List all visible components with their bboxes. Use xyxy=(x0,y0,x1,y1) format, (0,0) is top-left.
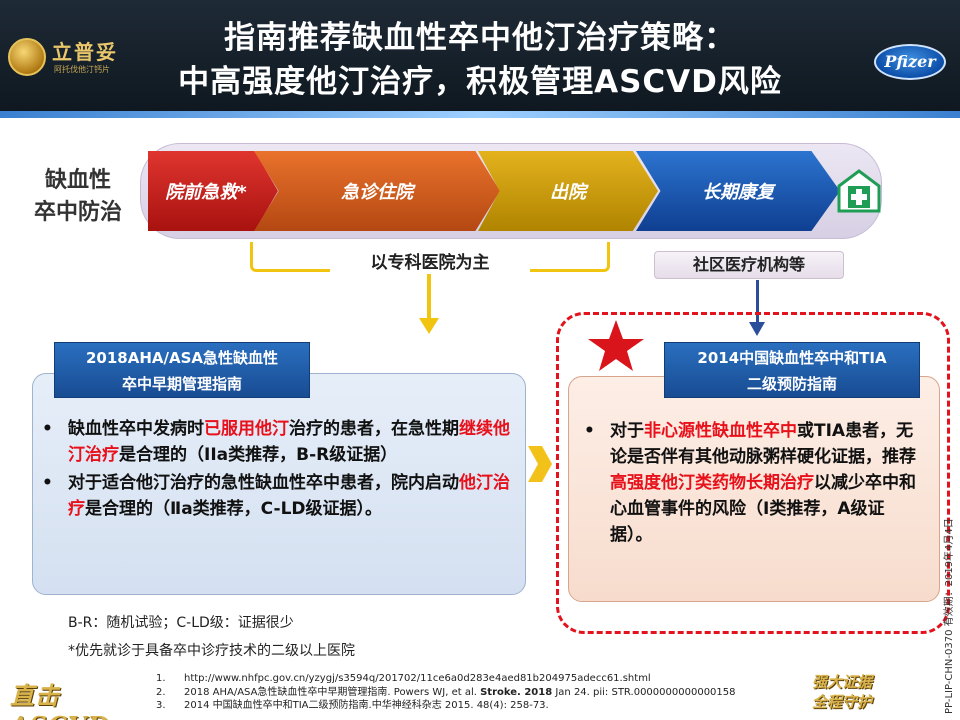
document-code: PP-LIP-CHN-0370 有效期：2019年4月4日 xyxy=(944,518,955,714)
reference-number: 3. xyxy=(156,700,166,711)
lipitor-logo-sub: 阿托伐他汀钙片 xyxy=(54,65,110,74)
yellow-arrow-down-icon xyxy=(419,318,439,334)
highlight-segment: 继续他汀治疗 xyxy=(68,419,510,465)
blue-arrow-down-icon xyxy=(749,322,765,336)
step-prehospital: 院前急救* xyxy=(148,151,278,231)
star-icon xyxy=(588,320,644,371)
highlight-segment: 已服用他汀 xyxy=(204,419,289,439)
china-guideline-header: 2014中国缺血性卒中和TIA 二级预防指南 xyxy=(664,342,920,398)
text-segment: 对于 xyxy=(610,421,644,441)
pfizer-logo: Pfizer xyxy=(874,44,946,80)
footnote-star: *优先就诊于具备卒中诊疗技术的二级以上医院 xyxy=(68,643,355,659)
header-accent-band xyxy=(0,111,960,118)
reference-text: http://www.nhfpc.gov.cn/yzygj/s3594q/201… xyxy=(184,673,651,684)
highlight-segment: 非心源性缺血性卒中 xyxy=(644,421,797,441)
reference-journal: Stroke. 2018 xyxy=(480,686,553,698)
evidence-note: B-R：随机试验；C-LD级：证据很少 xyxy=(68,615,294,631)
references: 1. http://www.nhfpc.gov.cn/yzygj/s3594q/2… xyxy=(156,672,806,713)
list-item: • 对于非心源性缺血性卒中或TIA患者，无论是否伴有其他动脉粥样硬化证据，推荐高… xyxy=(580,418,924,548)
slide-title-line1: 指南推荐缺血性卒中他汀治疗策略： xyxy=(224,20,736,56)
chevron-right-icon xyxy=(528,446,552,482)
reference-item: 1. http://www.nhfpc.gov.cn/yzygj/s3594q/2… xyxy=(156,672,806,686)
slide-title-line2: 中高强度他汀治疗，积极管理ASCVD风险 xyxy=(178,64,782,100)
ascvd-logo: 直击ASCVD xyxy=(10,681,109,720)
china-bullet-list: • 对于非心源性缺血性卒中或TIA患者，无论是否伴有其他动脉粥样硬化证据，推荐高… xyxy=(580,418,924,550)
aha-guideline-panel xyxy=(32,373,526,595)
step-emergency-admission: 急诊住院 xyxy=(254,151,500,231)
text-segment: 或TIA患者，无论是否伴有其他动脉粥样硬化证据，推荐 xyxy=(610,421,916,467)
reference-text: 2018 AHA/ASA急性缺血性卒中早期管理指南. Powers WJ, et… xyxy=(184,686,481,698)
step-label: 长期康复 xyxy=(702,182,774,203)
china-header-line2: 二级预防指南 xyxy=(746,375,837,393)
aha-header-line2: 卒中早期管理指南 xyxy=(121,375,242,393)
text-segment: 治疗的患者，在急性期 xyxy=(289,419,459,439)
step-label: 出院 xyxy=(550,182,586,203)
bullet-icon: • xyxy=(42,419,53,439)
reference-item: 2. 2018 AHA/ASA急性缺血性卒中早期管理指南. Powers WJ, … xyxy=(156,686,806,700)
reference-number: 2. xyxy=(156,686,166,698)
slogan-line2: 全程守护 xyxy=(812,693,873,711)
china-header-line1: 2014中国缺血性卒中和TIA xyxy=(697,349,887,367)
reference-text: 2014 中国缺血性卒中和TIA二级预防指南.中华神经科杂志 2015. 48(… xyxy=(184,700,549,711)
side-label-line1: 缺血性 xyxy=(44,168,111,193)
document-code-wrapper: PP-LIP-CHN-0370 有效期：2019年4月4日 xyxy=(936,452,956,714)
lipitor-emblem-icon xyxy=(8,38,46,76)
step-label: 院前急救* xyxy=(165,182,247,203)
yellow-arrow-stem xyxy=(427,274,431,322)
header-bar: 立普妥 阿托伐他汀钙片 指南推荐缺血性卒中他汀治疗策略： 中高强度他汀治疗，积极… xyxy=(0,0,960,111)
slogan-logo: 强大证据 全程守护 xyxy=(812,672,942,716)
reference-item: 3. 2014 中国缺血性卒中和TIA二级预防指南.中华神经科杂志 2015. 4… xyxy=(156,699,806,713)
hospital-icon xyxy=(837,169,881,213)
bullet-icon: • xyxy=(584,421,595,441)
highlight-segment: 他汀治疗 xyxy=(68,473,510,519)
list-item: • 缺血性卒中发病时已服用他汀治疗的患者，在急性期继续他汀治疗是合理的（IIa类… xyxy=(38,416,518,468)
bullet-icon: • xyxy=(42,473,53,493)
highlight-dashed-frame xyxy=(556,312,950,634)
text-segment: 是合理的（Ⅱa类推荐，C-LD级证据）。 xyxy=(85,499,383,519)
reference-number: 1. xyxy=(156,673,166,684)
lipitor-logo: 立普妥 阿托伐他汀钙片 xyxy=(8,34,132,80)
text-segment: 缺血性卒中发病时 xyxy=(68,419,204,439)
slogan-line1: 强大证据 xyxy=(812,673,873,691)
aha-header-line1: 2018AHA/ASA急性缺血性 xyxy=(85,349,279,367)
aha-guideline-header: 2018AHA/ASA急性缺血性 卒中早期管理指南 xyxy=(54,342,310,398)
lipitor-logo-name: 立普妥 xyxy=(52,40,118,64)
step-label: 急诊住院 xyxy=(341,182,413,203)
blue-arrow-stem xyxy=(756,280,759,328)
list-item: • 对于适合他汀治疗的急性缺血性卒中患者，院内启动他汀治疗是合理的（Ⅱa类推荐，… xyxy=(38,470,518,522)
community-label: 社区医疗机构等 xyxy=(654,251,844,279)
text-segment: 是合理的（IIa类推荐，B-R级证据） xyxy=(119,445,398,465)
text-segment: 以减少卒中和心血管事件的风险（Ⅰ类推荐，A级证据）。 xyxy=(610,473,916,545)
step-discharge: 出院 xyxy=(478,151,658,231)
aha-bullet-list: • 缺血性卒中发病时已服用他汀治疗的患者，在急性期继续他汀治疗是合理的（IIa类… xyxy=(38,416,518,524)
highlight-segment: 高强度他汀类药物长期治疗 xyxy=(610,473,814,493)
specialist-hospital-label: 以专科医院为主 xyxy=(330,248,530,273)
side-label-line2: 卒中防治 xyxy=(33,200,122,225)
china-guideline-panel xyxy=(568,376,940,602)
reference-text: Jan 24. pii: STR.0000000000000158 xyxy=(552,686,736,698)
step-long-term-rehab: 长期康复 xyxy=(636,151,840,231)
text-segment: 对于适合他汀治疗的急性缺血性卒中患者，院内启动 xyxy=(68,473,459,493)
